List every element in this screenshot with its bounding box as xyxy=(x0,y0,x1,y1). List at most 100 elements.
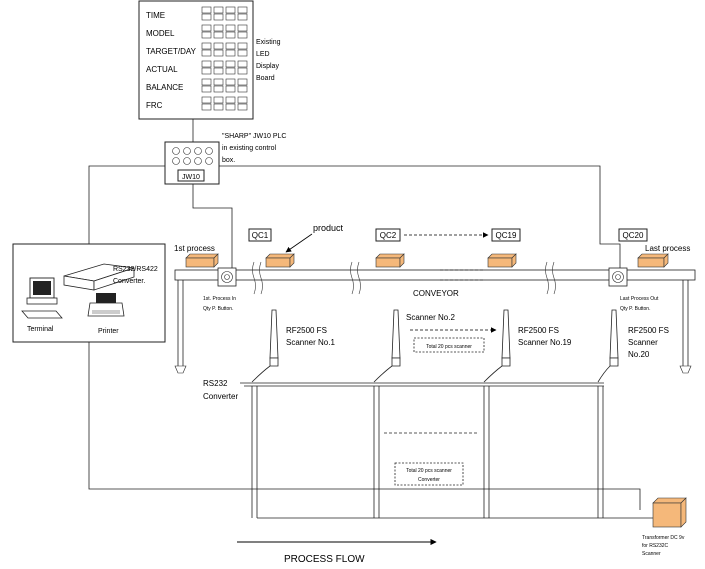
plc-caption-2: in existing control xyxy=(222,145,277,152)
led-digit-grid xyxy=(201,6,248,111)
led-caption-3: Display xyxy=(256,63,279,70)
led-digit-cell xyxy=(225,42,236,50)
led-digit-cell xyxy=(201,42,212,50)
led-digit-cell xyxy=(213,49,224,57)
terminal-box: RS232/RS422 Converter. Terminal Printer xyxy=(12,243,166,343)
qc2-label: QC2 xyxy=(380,231,397,240)
led-digit-cell xyxy=(201,85,212,93)
led-digit-cell xyxy=(213,60,224,68)
led-digit-cell xyxy=(237,96,248,104)
scanner-20-label-3: No.20 xyxy=(628,350,650,359)
led-digit-cell xyxy=(237,49,248,57)
total-converter-label-1: Total 20 pcs scanner xyxy=(406,468,452,474)
led-row-time: TIME xyxy=(146,11,165,20)
first-button-label-2: Qty P. Button. xyxy=(203,306,233,312)
led-caption-1: Existing xyxy=(256,39,281,46)
scanner-20-label-2: Scanner xyxy=(628,338,658,347)
scanner-1-label-2: Scanner No.1 xyxy=(286,338,335,347)
led-digit-cell xyxy=(201,103,212,111)
led-digit-cell xyxy=(237,31,248,39)
led-row-actual: ACTUAL xyxy=(146,65,178,74)
rs232-converter-label-2: Converter xyxy=(203,392,238,401)
qc19-label: QC19 xyxy=(496,231,517,240)
rs232-converter-label-1: RS232 xyxy=(203,379,228,388)
led-digit-cell xyxy=(237,60,248,68)
scanner-19-label-2: Scanner No.19 xyxy=(518,338,572,347)
led-digit-cell xyxy=(201,6,212,14)
plc-box: JW10 xyxy=(164,141,220,185)
led-digit-cell xyxy=(237,6,248,14)
scanner-20-icon xyxy=(609,309,619,367)
qc20-label-box: QC20 xyxy=(618,228,648,242)
scanner-20-label-1: RF2500 FS xyxy=(628,326,669,335)
led-digit-cell xyxy=(237,67,248,75)
last-button-label-2: Qty P. Button. xyxy=(620,306,650,312)
led-row-target: TARGET/DAY xyxy=(146,47,197,56)
printer-icon xyxy=(87,293,125,317)
converter-icon xyxy=(63,263,135,291)
led-digit-cell xyxy=(213,85,224,93)
led-digit-cell xyxy=(213,103,224,111)
process-flow-label: PROCESS FLOW xyxy=(284,554,365,565)
led-digit-cell xyxy=(213,42,224,50)
product-label: product xyxy=(313,223,344,233)
last-process-label: Last process xyxy=(645,244,690,253)
led-digit-cell xyxy=(201,78,212,86)
product-box-5 xyxy=(637,253,669,268)
led-digit-cell xyxy=(237,24,248,32)
transformer-box xyxy=(652,497,687,528)
product-box-1 xyxy=(185,253,219,268)
scanner-2-label: Scanner No.2 xyxy=(406,313,455,322)
qc19-label-box: QC19 xyxy=(491,228,521,242)
product-box-2 xyxy=(265,253,295,268)
product-box-3 xyxy=(375,253,405,268)
led-digit-cell xyxy=(225,49,236,57)
led-digit-cell xyxy=(201,49,212,57)
led-caption-2: LED xyxy=(256,51,270,58)
qc1-label-box: QC1 xyxy=(248,228,272,242)
scanner-19-icon xyxy=(501,309,511,367)
qc2-label-box: QC2 xyxy=(375,228,401,242)
scanner-1-label-1: RF2500 FS xyxy=(286,326,327,335)
last-button-label-1: Last Process Out xyxy=(620,296,659,302)
computer-terminal-icon xyxy=(21,277,63,319)
printer-label: Printer xyxy=(98,328,119,335)
led-caption-4: Board xyxy=(256,75,275,82)
plc-tag: JW10 xyxy=(182,174,200,181)
led-digit-cell xyxy=(225,6,236,14)
led-digit-cell xyxy=(225,24,236,32)
led-digit-cell xyxy=(201,60,212,68)
scanner-19-label-1: RF2500 FS xyxy=(518,326,559,335)
total-converter-label-2: Converter xyxy=(418,477,440,483)
led-digit-cell xyxy=(201,96,212,104)
terminal-label: Terminal xyxy=(27,326,54,333)
conveyor xyxy=(174,261,696,374)
qc20-label: QC20 xyxy=(623,231,644,240)
led-digit-cell xyxy=(201,67,212,75)
led-digit-cell xyxy=(225,13,236,21)
scanner-2-icon xyxy=(391,309,401,367)
led-digit-cell xyxy=(225,78,236,86)
led-digit-cell xyxy=(201,24,212,32)
plc-caption-1: "SHARP" JW10 PLC xyxy=(222,133,287,140)
total-scanner-label: Total 20 pcs scanner xyxy=(426,344,472,350)
led-digit-cell xyxy=(237,42,248,50)
led-digit-cell xyxy=(225,60,236,68)
plc-caption-3: box. xyxy=(222,157,235,164)
led-digit-cell xyxy=(201,31,212,39)
led-digit-cell xyxy=(225,85,236,93)
converter-label-2: Converter. xyxy=(113,278,145,285)
led-row-model: MODEL xyxy=(146,29,175,38)
led-digit-cell xyxy=(225,103,236,111)
first-button-label-1: 1st. Process In xyxy=(203,296,236,302)
led-digit-cell xyxy=(201,13,212,21)
led-digit-cell xyxy=(237,13,248,21)
transformer-label-1: Transformer DC 9v xyxy=(642,535,685,541)
led-row-balance: BALANCE xyxy=(146,83,183,92)
last-process-button xyxy=(608,267,628,287)
conveyor-label: CONVEYOR xyxy=(413,289,459,298)
led-digit-cell xyxy=(213,96,224,104)
converter-label-1: RS232/RS422 xyxy=(113,266,158,273)
qc1-label: QC1 xyxy=(252,231,269,240)
